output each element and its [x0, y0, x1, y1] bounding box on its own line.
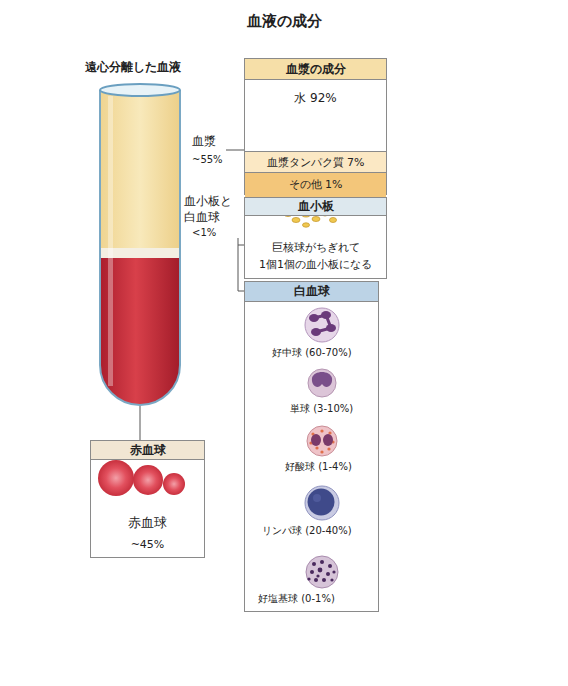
box-heading: 赤血球 [91, 441, 204, 460]
diagram-title: 血液の成分 [0, 12, 568, 32]
test-tube [98, 84, 182, 418]
box-heading: 白血球 [245, 282, 378, 302]
percentage: <1% [192, 226, 216, 239]
cell-caption: リンパ球 (20-40%) [262, 524, 352, 537]
other-band: その他 1% [245, 172, 386, 198]
percentage: ~55% [192, 153, 223, 166]
leader-lines [140, 150, 244, 440]
box-text: 水 92% [245, 89, 386, 107]
box-text: 巨核球がちぎれて 1個1個の血小板になる [245, 240, 386, 273]
red-cell-box: 赤血球赤血球~45% [90, 440, 205, 558]
box-text: ~45% [91, 537, 204, 554]
neutrophil [305, 308, 339, 342]
box-text: その他 1% [245, 177, 386, 194]
monocyte [308, 369, 336, 397]
box-text: 血漿タンパク質 7% [245, 155, 386, 172]
white-cell-box: 白血球 [244, 281, 379, 612]
eosinophil [307, 426, 337, 456]
part-name: 血小板と 白血球 [184, 194, 236, 225]
platelet-box: 血小板巨核球がちぎれて 1個1個の血小板になる [244, 197, 387, 279]
cell-caption: 好中球 (60-70%) [272, 346, 352, 359]
box-heading: 血小板 [245, 198, 386, 216]
box-text: 赤血球 [91, 513, 204, 533]
part-name: 血漿 [192, 134, 216, 150]
red-blood-cells [98, 460, 185, 496]
basophil [306, 556, 338, 588]
lymphocyte [305, 486, 339, 520]
cell-caption: 好酸球 (1-4%) [285, 460, 352, 473]
cell-caption: 単球 (3-10%) [290, 402, 353, 415]
plasma-box: 血漿の成分水 92% 血漿タンパク質 7% その他 1% [244, 58, 387, 195]
box-heading: 血漿の成分 [245, 59, 386, 80]
specimen-label: 遠心分離した血液 [85, 60, 181, 76]
cell-caption: 好塩基球 (0-1%) [258, 592, 335, 605]
